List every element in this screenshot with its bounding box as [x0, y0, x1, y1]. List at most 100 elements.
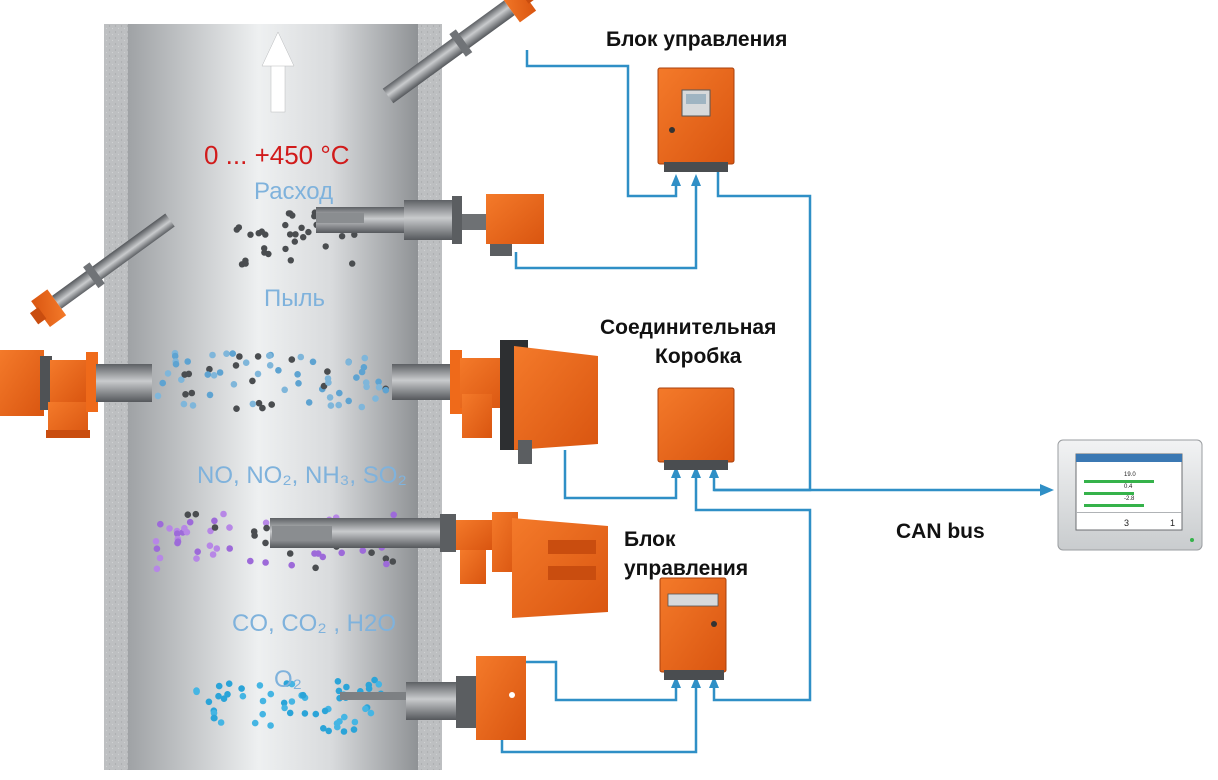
particle [233, 226, 240, 233]
particle [327, 402, 335, 409]
particle [225, 680, 233, 687]
arrowhead-junction-3 [709, 466, 719, 478]
particle [224, 691, 231, 698]
particle [322, 243, 329, 250]
particle [182, 391, 189, 398]
display-value-3: -2.8 [1124, 496, 1135, 502]
particle [389, 558, 397, 565]
particle [336, 718, 343, 725]
can-display: 19.0 0.4 -2.8 3 1 [1057, 439, 1203, 551]
particle [251, 532, 258, 539]
arrowhead-control-bottom-3 [709, 676, 719, 688]
particle [172, 360, 180, 368]
particle [297, 353, 305, 361]
particle [281, 386, 289, 394]
particle [282, 245, 289, 253]
particle [183, 528, 191, 536]
particle [338, 233, 346, 240]
signal-wires [500, 50, 1054, 754]
particle [180, 400, 188, 408]
particle [301, 710, 309, 717]
particle [263, 524, 270, 532]
particle [226, 524, 233, 531]
arrowhead-control-top-1 [671, 174, 681, 186]
particle [223, 350, 230, 358]
nox-analyzer [270, 512, 608, 618]
status-led-icon [711, 621, 717, 627]
particle [236, 353, 243, 360]
arrowhead-control-bottom-1 [671, 676, 681, 688]
control-unit-bottom-title-line1: Блок [624, 528, 676, 551]
particle [171, 352, 179, 360]
particle [345, 359, 352, 366]
particle [153, 545, 161, 552]
particle [286, 231, 294, 238]
control-unit-bottom [659, 577, 727, 680]
particle [312, 710, 320, 718]
arrowhead-control-top-2 [691, 174, 701, 186]
particle [267, 690, 275, 698]
display-footer-1: 3 [1124, 518, 1129, 528]
particle [239, 692, 247, 700]
particle [334, 678, 342, 685]
particle [288, 698, 296, 705]
particle [259, 710, 267, 718]
control-unit-top [657, 67, 735, 172]
particle [178, 376, 185, 384]
control-unit-top-title: Блок управления [606, 28, 788, 51]
particle [192, 510, 200, 518]
particle [251, 719, 259, 727]
particle [194, 548, 201, 555]
particle [152, 538, 160, 545]
particle [280, 699, 288, 707]
o2-label: O₂ [274, 666, 302, 693]
can-bus-label: CAN bus [896, 520, 985, 543]
particle [230, 381, 238, 388]
particle [343, 683, 350, 691]
particle [292, 231, 299, 238]
particle [211, 517, 218, 525]
particle [341, 713, 348, 721]
wire-dust-to-junction [563, 450, 678, 500]
particle [216, 369, 224, 376]
particle [249, 400, 257, 408]
particle [311, 550, 318, 557]
particle [211, 714, 218, 722]
particle [350, 726, 358, 733]
particle [210, 372, 218, 379]
flow-arrow-icon [261, 31, 295, 113]
particle [371, 676, 378, 684]
particle [193, 688, 200, 696]
particle [204, 371, 212, 378]
particle [286, 709, 294, 717]
particle [206, 365, 213, 373]
particle [320, 382, 328, 390]
particle [368, 549, 375, 556]
particle [209, 551, 217, 558]
display-value-1: 19.0 [1124, 472, 1136, 478]
particle [382, 555, 390, 562]
particle [233, 405, 240, 413]
particle [220, 695, 228, 702]
particle [282, 221, 289, 229]
particle [153, 565, 161, 573]
particle [242, 260, 249, 267]
particle [255, 399, 263, 407]
particle [319, 553, 327, 561]
dust-receiver-right [392, 340, 598, 464]
particle [275, 367, 282, 374]
particle [184, 358, 191, 365]
particle [238, 685, 245, 692]
dust-probe [29, 213, 175, 327]
particle [156, 554, 164, 562]
particle [281, 704, 288, 712]
power-led-icon [1190, 538, 1194, 542]
display-value-2: 0.4 [1124, 484, 1133, 490]
particle [174, 530, 181, 537]
particle [215, 692, 222, 700]
particle [159, 379, 166, 387]
wire-junction-to-nox [694, 474, 812, 702]
particle [288, 680, 296, 688]
particle [372, 395, 379, 402]
temperature-probe [382, 0, 537, 104]
